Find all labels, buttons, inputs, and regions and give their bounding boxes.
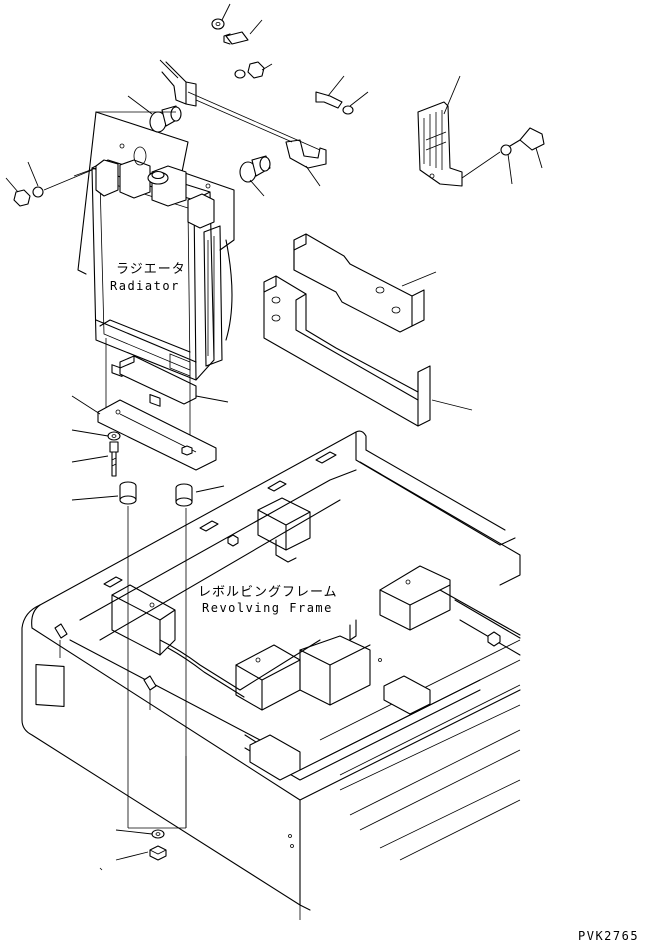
radiator-label-en: Radiator: [110, 279, 180, 293]
side-bracket: [417, 75, 545, 187]
baffle-plates: [119, 233, 473, 427]
top-fasteners: [5, 3, 369, 207]
drawing-code: PVK2765: [578, 929, 639, 943]
radiator-label-jp: ラジエータ: [116, 262, 186, 277]
bottom-mounts: [71, 338, 225, 871]
revolving-frame: [21, 430, 521, 920]
radiator: ラジエータ Radiator: [77, 111, 235, 407]
frame-label-jp: レボルビングフレーム: [198, 585, 338, 600]
frame-label-en: Revolving Frame: [202, 601, 333, 615]
